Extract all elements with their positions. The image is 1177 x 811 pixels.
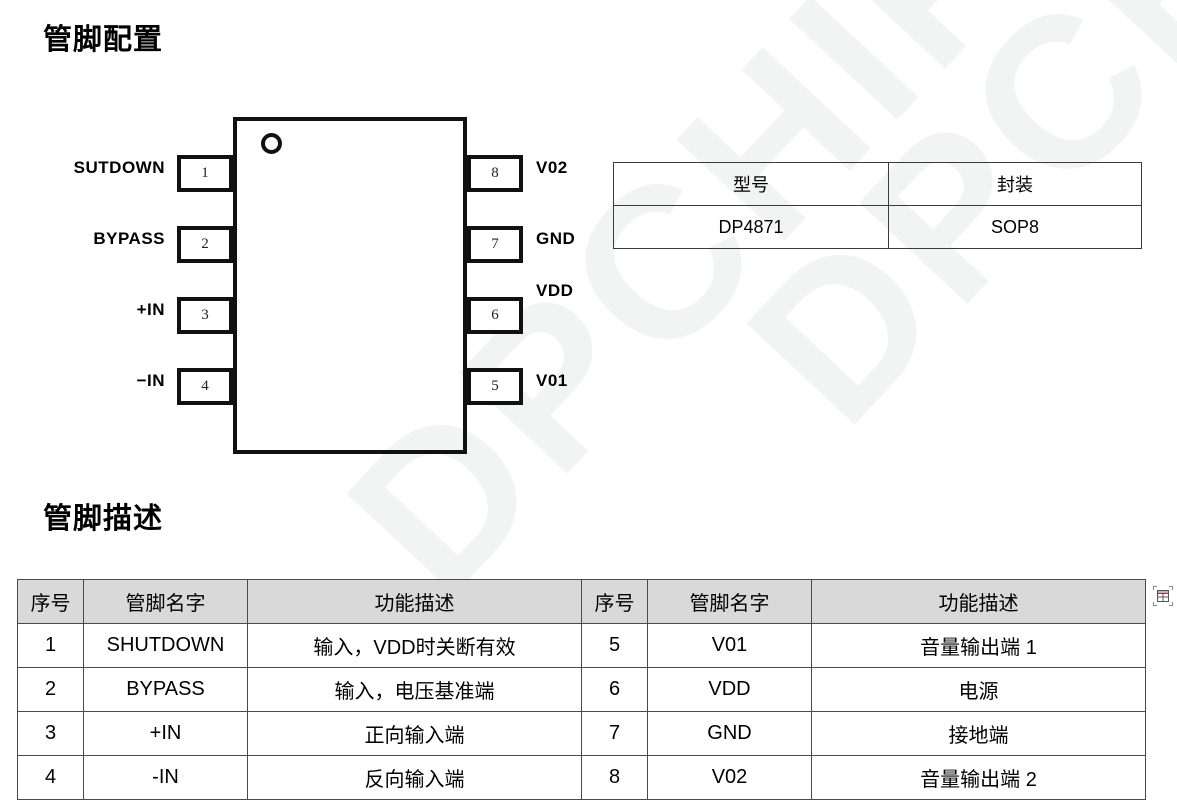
pin1-dot-circle-icon [261, 133, 282, 154]
package-table-header-package: 封装 [888, 162, 1142, 206]
table-row: 4 -IN 反向输入端 8 V02 音量输出端 2 [17, 755, 1146, 800]
cell-pin-desc-alt: 接地端 [811, 711, 1146, 756]
pin-box-4: 4 [177, 368, 233, 405]
section-heading-pin-description: 管脚描述 [43, 503, 164, 535]
cell-pin-desc: 输入，电压基准端 [247, 667, 582, 712]
ic-package-diagram: 1 2 3 4 8 7 6 5 SUTDOWN BYPASS +IN −IN V… [0, 100, 600, 470]
table-detect-icon[interactable] [1152, 585, 1174, 607]
package-table-header-model: 型号 [613, 162, 889, 206]
pin-box-8: 8 [467, 155, 523, 192]
cell-pin-name: SHUTDOWN [83, 623, 248, 668]
pin-label-8-vo2: V02 [536, 158, 568, 177]
package-table-header-row: 型号 封装 [613, 162, 1142, 206]
pin-label-4-minus-in: −IN [136, 371, 165, 390]
pin-box-1: 1 [177, 155, 233, 192]
header-name-left: 管脚名字 [83, 579, 248, 624]
header-desc-left: 功能描述 [247, 579, 582, 624]
cell-pin-no: 1 [17, 623, 84, 668]
pin-description-table: 序号 管脚名字 功能描述 序号 管脚名字 功能描述 1 SHUTDOWN 输入，… [17, 579, 1146, 800]
table-row: 1 SHUTDOWN 输入，VDD时关断有效 5 V01 音量输出端 1 [17, 623, 1146, 668]
pin-label-2-bypass: BYPASS [93, 229, 165, 248]
cell-pin-desc: 正向输入端 [247, 711, 582, 756]
table-row: 3 +IN 正向输入端 7 GND 接地端 [17, 711, 1146, 756]
pin-label-1-sutdown: SUTDOWN [73, 158, 165, 177]
package-table-cell-model: DP4871 [613, 205, 889, 249]
header-desc-right: 功能描述 [811, 579, 1146, 624]
cell-pin-no-alt: 5 [581, 623, 648, 668]
package-table-row: DP4871 SOP8 [613, 205, 1142, 249]
cell-pin-no: 3 [17, 711, 84, 756]
cell-pin-name-alt: GND [647, 711, 812, 756]
pin-label-7-gnd: GND [536, 229, 576, 248]
package-table: 型号 封装 DP4871 SOP8 [613, 162, 1142, 249]
pin-box-3: 3 [177, 297, 233, 334]
cell-pin-name-alt: V01 [647, 623, 812, 668]
cell-pin-name: -IN [83, 755, 248, 800]
cell-pin-desc: 输入，VDD时关断有效 [247, 623, 582, 668]
pin-label-5-vo1: V01 [536, 371, 568, 390]
cell-pin-no: 4 [17, 755, 84, 800]
cell-pin-name-alt: V02 [647, 755, 812, 800]
cell-pin-desc-alt: 电源 [811, 667, 1146, 712]
header-name-right: 管脚名字 [647, 579, 812, 624]
pin-box-6: 6 [467, 297, 523, 334]
package-table-cell-package: SOP8 [888, 205, 1142, 249]
pin-description-header-row: 序号 管脚名字 功能描述 序号 管脚名字 功能描述 [17, 579, 1146, 624]
cell-pin-no-alt: 6 [581, 667, 648, 712]
cell-pin-desc: 反向输入端 [247, 755, 582, 800]
cell-pin-desc-alt: 音量输出端 1 [811, 623, 1146, 668]
section-heading-pin-configuration: 管脚配置 [43, 24, 164, 56]
cell-pin-no-alt: 7 [581, 711, 648, 756]
pin-label-3-plus-in: +IN [136, 300, 165, 319]
table-row: 2 BYPASS 输入，电压基准端 6 VDD 电源 [17, 667, 1146, 712]
pin-box-2: 2 [177, 226, 233, 263]
cell-pin-no: 2 [17, 667, 84, 712]
ic-body-outline [233, 117, 467, 454]
cell-pin-name: +IN [83, 711, 248, 756]
header-no-left: 序号 [17, 579, 84, 624]
cell-pin-name: BYPASS [83, 667, 248, 712]
cell-pin-desc-alt: 音量输出端 2 [811, 755, 1146, 800]
cell-pin-name-alt: VDD [647, 667, 812, 712]
header-no-right: 序号 [581, 579, 648, 624]
cell-pin-no-alt: 8 [581, 755, 648, 800]
pin-label-6-vdd: VDD [536, 281, 574, 300]
pin-box-7: 7 [467, 226, 523, 263]
pin-box-5: 5 [467, 368, 523, 405]
